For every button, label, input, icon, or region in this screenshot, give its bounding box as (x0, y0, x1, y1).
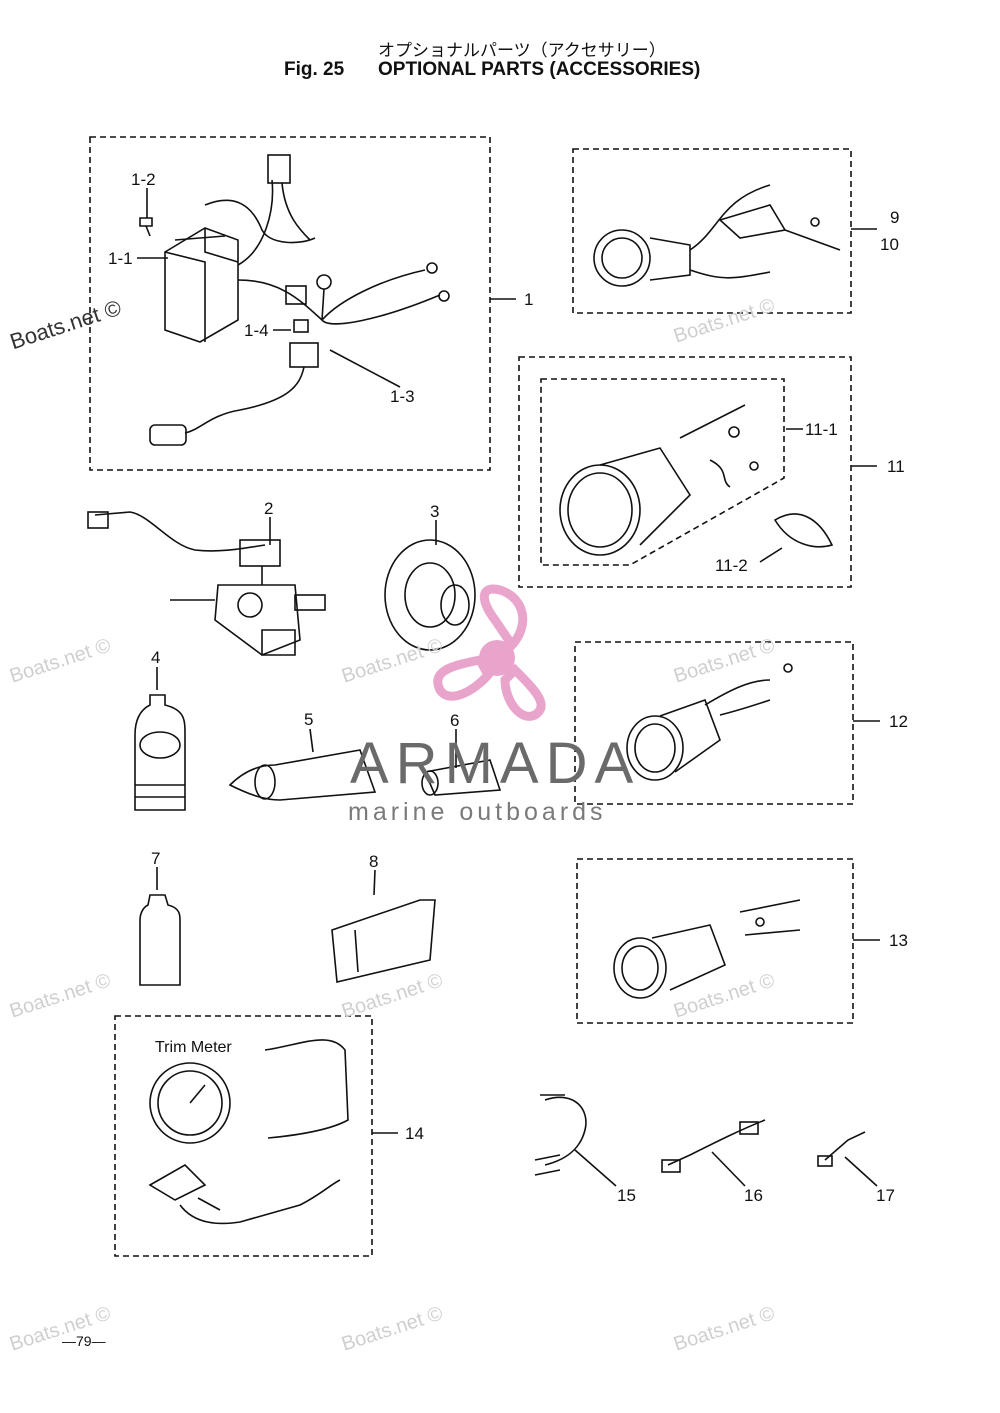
callout-2: 2 (264, 499, 274, 518)
callout-5: 5 (304, 710, 314, 729)
callout-11: 11 (887, 457, 905, 476)
trim-meter-label: Trim Meter (155, 1039, 232, 1056)
page-number: —79— (62, 1333, 106, 1349)
armada-logo-wordmark: ARMADA (350, 731, 641, 796)
callout-11-1: 11-1 (805, 420, 838, 439)
figure-title: OPTIONAL PARTS (ACCESSORIES) (378, 59, 701, 80)
group-box-11 (518, 356, 852, 588)
callout-1-2: 1-2 (131, 170, 156, 189)
callout-14: 14 (405, 1124, 424, 1143)
callout-3: 3 (430, 502, 440, 521)
group-box-11-1 (540, 378, 785, 566)
callout-1-3: 1-3 (390, 387, 415, 406)
callout-17: 17 (876, 1186, 895, 1205)
callout-4: 4 (151, 648, 161, 667)
callout-13: 13 (889, 931, 908, 950)
callout-8: 8 (369, 852, 379, 871)
callout-1-4: 1-4 (244, 321, 269, 340)
callout-12: 12 (889, 712, 908, 731)
callout-15: 15 (617, 1186, 636, 1205)
group-box-1 (89, 136, 491, 471)
callout-1-1: 1-1 (108, 249, 133, 268)
title-japanese: オプショナルパーツ（アクセサリー） (378, 41, 666, 61)
callout-7: 7 (151, 849, 161, 868)
callout-10: 10 (880, 235, 899, 254)
callout-11-2: 11-2 (715, 556, 748, 575)
callout-6: 6 (450, 711, 460, 730)
figure-number: Fig. 25 (284, 59, 345, 80)
callout-9: 9 (890, 208, 900, 227)
armada-logo-tagline: marine outboards (348, 798, 607, 826)
group-box-9 (572, 148, 852, 314)
armada-propeller-logo (433, 584, 546, 721)
group-box-14 (114, 1015, 373, 1257)
callout-1: 1 (524, 290, 534, 309)
callout-16: 16 (744, 1186, 763, 1205)
